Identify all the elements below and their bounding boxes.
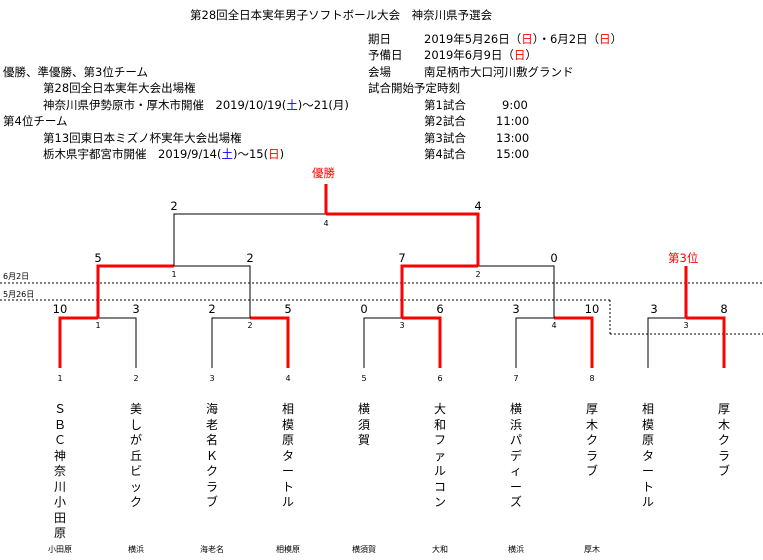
team-number-7: 7 (513, 374, 519, 383)
game-number-final: 4 (323, 219, 329, 228)
score-sf-right-left: 7 (398, 251, 406, 265)
team-name-3: 海老名Ｋクラブ (205, 402, 218, 509)
score-r1-team6: 6 (436, 302, 444, 316)
game-number-r1-d: 4 (551, 321, 557, 330)
team-number-6: 6 (437, 374, 443, 383)
team-city-2: 横浜 (128, 545, 144, 554)
venue-label: 会場 (368, 65, 391, 79)
schedule-label: 試合開始予定時刻 (368, 81, 460, 95)
team-city-3: 海老名 (200, 545, 224, 554)
team-number-8: 8 (589, 374, 595, 383)
score-third-left: 3 (650, 302, 658, 316)
score-r1-team4: 5 (284, 302, 292, 316)
third-team-name-right: 厚木クラブ (717, 402, 730, 478)
qualify-line6: 栃木県宇都宮市開催 2019/9/14(土)～15(日) (43, 147, 285, 161)
team-name-5: 横須賀 (357, 402, 370, 447)
score-sf-left-right: 2 (246, 251, 254, 265)
sf-left-lose-line (174, 265, 251, 318)
score-r1-team8: 10 (584, 302, 600, 316)
r1-g1-lose-line (98, 317, 137, 368)
game3-label: 第3試合 (424, 131, 466, 145)
r1-g3-win-line (402, 316, 442, 368)
game2-label: 第2試合 (424, 114, 466, 128)
qualify-line2: 第28回全日本実年大会出場権 (43, 81, 196, 95)
final-lose-line (173, 213, 326, 266)
team-name-6: 大和ファルコン (433, 402, 446, 509)
game1-label: 第1試合 (424, 98, 466, 112)
score-third-right: 8 (720, 302, 728, 316)
score-r1-team2: 3 (132, 302, 140, 316)
date-label-june2: 6月2日 (3, 272, 30, 281)
sf-right-win-line (400, 264, 478, 318)
team-name-8: 厚木クラブ (585, 402, 598, 478)
qualify-line1: 優勝、準優勝、第3位チーム (3, 65, 148, 79)
game-number-sf-left: 1 (171, 270, 177, 279)
champion-label: 優勝 (312, 166, 335, 180)
third-place-label: 第3位 (668, 251, 699, 265)
reserve-label: 予備日 (368, 48, 403, 62)
team-city-5: 横須賀 (352, 545, 376, 554)
qualify-line3: 神奈川県伊勢原市・厚木市開催 2019/10/19(土)～21(月) (43, 98, 349, 112)
team-name-7: 横浜パディーズ (509, 402, 522, 509)
team-city-6: 大和 (432, 545, 448, 554)
r1-g3-lose-line (363, 317, 402, 368)
team-number-5: 5 (361, 374, 367, 383)
r1-g2-win-line (250, 316, 290, 368)
final-win-line (326, 212, 480, 266)
game-number-sf-right: 2 (475, 270, 481, 279)
team-name-1: ＳＢＣ神奈川小田原 (53, 402, 66, 540)
score-sf-left-left: 5 (94, 251, 102, 265)
team-name-2: 美しが丘ビック (129, 402, 142, 509)
page-title: 第28回全日本実年男子ソフトボール大会 神奈川県予選会 (190, 8, 493, 22)
score-sf-right-right: 0 (550, 251, 558, 265)
game2-time: 11:00 (496, 114, 530, 128)
period-value: 2019年5月26日（日）・6月2日（日） (424, 32, 623, 46)
team-city-7: 横浜 (508, 545, 524, 554)
team-name-4: 相模原タートル (281, 402, 294, 509)
qualify-line5: 第13回東日本ミズノ杯実年大会出場権 (43, 131, 242, 145)
game-number-third: 3 (683, 321, 689, 330)
score-final-left: 2 (170, 199, 178, 213)
team-number-2: 2 (133, 374, 139, 383)
sf-left-win-line (96, 264, 174, 318)
team-city-4: 相模原 (276, 545, 300, 554)
team-number-3: 3 (209, 374, 215, 383)
third-team-name-left: 相模原タートル (641, 402, 654, 509)
r1-g4-lose-line (515, 317, 554, 368)
game3-time: 13:00 (496, 131, 530, 145)
sf-right-lose-line (478, 265, 555, 318)
game-number-r1-b: 2 (247, 321, 253, 330)
team-number-1: 1 (57, 374, 63, 383)
reserve-value: 2019年6月9日（日） (424, 48, 537, 62)
r1-g4-win-line (554, 316, 594, 368)
team-city-1: 小田原 (48, 545, 72, 554)
r1-g1-win-line (58, 316, 98, 368)
score-r1-team3: 2 (208, 302, 216, 316)
game-number-r1-c: 3 (399, 321, 405, 330)
score-r1-team7: 3 (512, 302, 520, 316)
third-win-line (686, 316, 726, 368)
qualify-line4: 第4位チーム (3, 114, 68, 128)
score-final-right: 4 (474, 199, 482, 213)
game4-label: 第4試合 (424, 147, 466, 161)
third-lose-line (647, 317, 686, 368)
game-number-r1-a: 1 (95, 321, 101, 330)
game4-time: 15:00 (496, 147, 530, 161)
venue-value: 南足柄市大口河川敷グランド (424, 65, 574, 79)
score-r1-team5: 0 (360, 302, 368, 316)
team-number-4: 4 (285, 374, 291, 383)
score-r1-team1: 10 (52, 302, 68, 316)
team-city-8: 厚木 (584, 545, 600, 554)
date-label-may26: 5月26日 (3, 290, 35, 299)
period-label: 期日 (368, 32, 391, 46)
game1-time: 9:00 (502, 98, 528, 112)
r1-g2-lose-line (211, 317, 250, 368)
